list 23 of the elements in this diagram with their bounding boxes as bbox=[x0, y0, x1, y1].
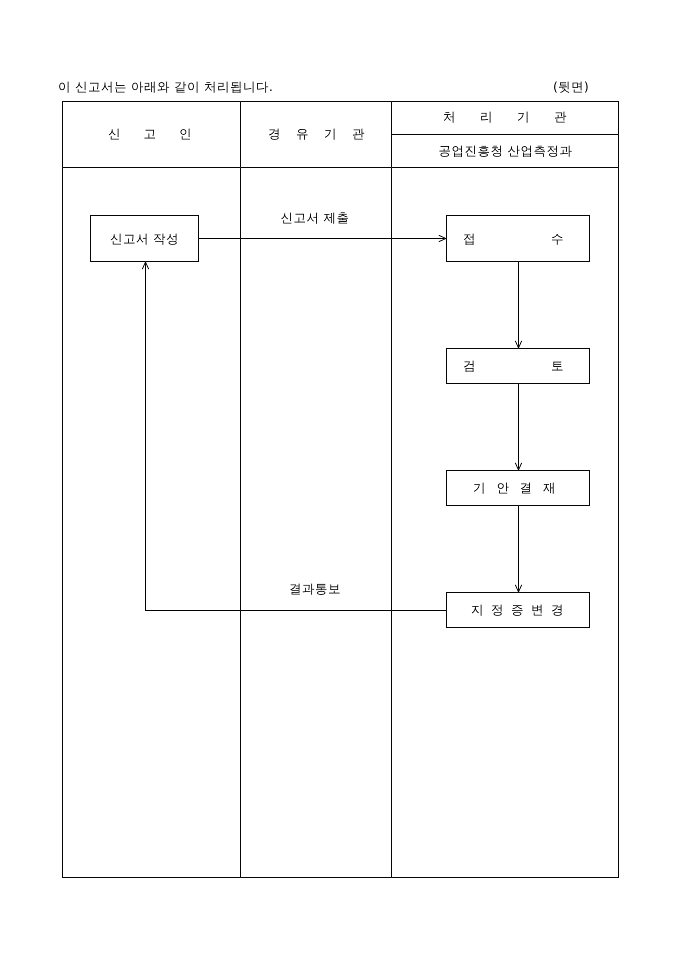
process-box bbox=[446, 470, 590, 506]
edge-label: 신고서 제출 bbox=[278, 210, 352, 226]
column-header: 공업진흥청 산업측정과 bbox=[438, 143, 573, 159]
arrow bbox=[514, 262, 522, 348]
step-label: 검 토 bbox=[463, 358, 564, 374]
step-label: 지 정 증 변 경 bbox=[471, 602, 564, 618]
step-label: 신고서 작성 bbox=[110, 230, 179, 246]
column-header: 처 리 기 관 bbox=[443, 109, 567, 125]
arrow bbox=[142, 262, 446, 611]
step-label: 접 수 bbox=[463, 230, 564, 246]
step-label: 기 안 결 재 bbox=[473, 480, 556, 496]
column-header: 경 유 기 관 bbox=[268, 126, 365, 142]
process-box bbox=[90, 215, 199, 262]
edge-label: 결과통보 bbox=[287, 581, 343, 597]
process-box bbox=[446, 215, 590, 262]
process-box bbox=[446, 592, 590, 628]
page-side-note: (뒷면) bbox=[553, 79, 589, 95]
arrow bbox=[514, 384, 522, 470]
form-instruction: 이 신고서는 아래와 같이 처리됩니다. bbox=[58, 79, 273, 95]
column-header: 신 고 인 bbox=[108, 126, 192, 142]
process-box bbox=[446, 348, 590, 384]
arrow bbox=[514, 506, 522, 592]
arrow bbox=[198, 234, 446, 242]
